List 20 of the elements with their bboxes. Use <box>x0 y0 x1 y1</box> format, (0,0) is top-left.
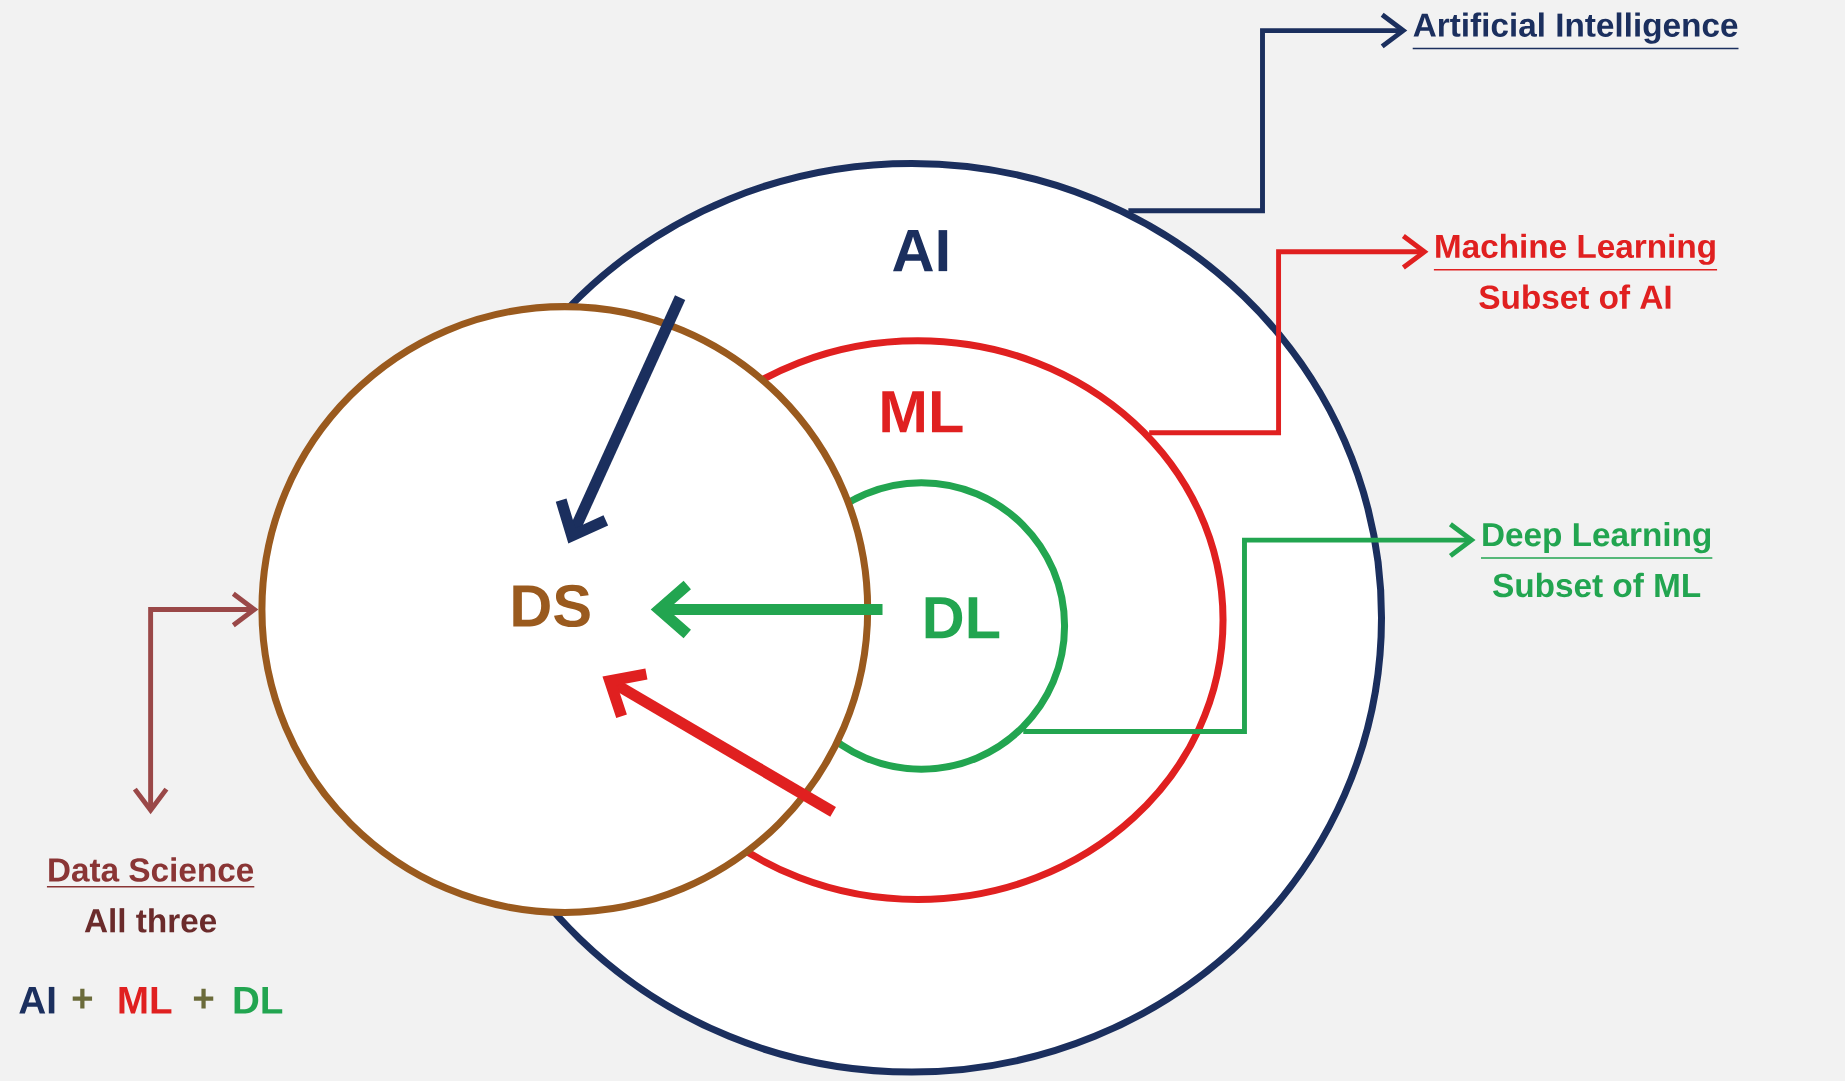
side-label: Data Science All three <box>46 857 255 933</box>
arrow <box>1023 522 1476 734</box>
circle-label: DS <box>513 584 590 627</box>
arrow <box>650 580 883 639</box>
formula-term: DL <box>234 986 283 1014</box>
formula-term: + <box>193 988 214 1009</box>
formula-term: AI <box>19 986 55 1014</box>
arrow <box>132 591 259 815</box>
circle-label: ML <box>882 391 963 433</box>
formula-term: ML <box>119 986 172 1014</box>
circle-label: DL <box>925 597 1000 639</box>
side-label: Artificial Intelligence <box>1412 12 1740 50</box>
circle-label: AI <box>893 229 948 271</box>
arrow <box>602 668 836 817</box>
formula-term: + <box>72 988 93 1009</box>
arrow <box>555 295 686 544</box>
side-label: Machine Learning Subset of AI <box>1433 233 1718 309</box>
side-label: Deep Learning Subset of ML <box>1480 521 1714 598</box>
arrow <box>1128 12 1408 213</box>
arrow <box>1149 233 1429 436</box>
